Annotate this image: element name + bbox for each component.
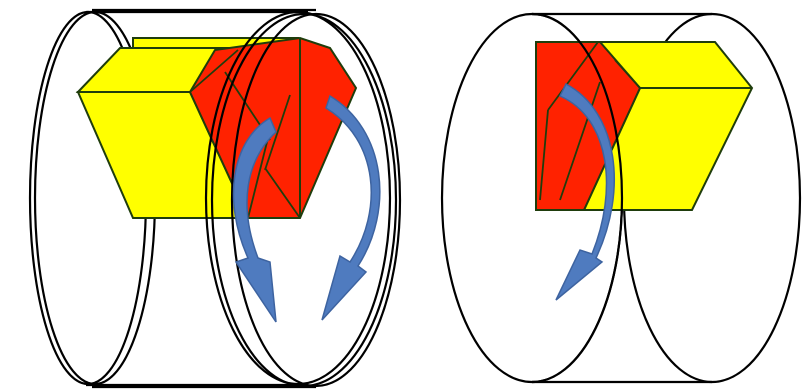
right-assembly <box>442 14 800 382</box>
left-assembly <box>30 10 400 387</box>
